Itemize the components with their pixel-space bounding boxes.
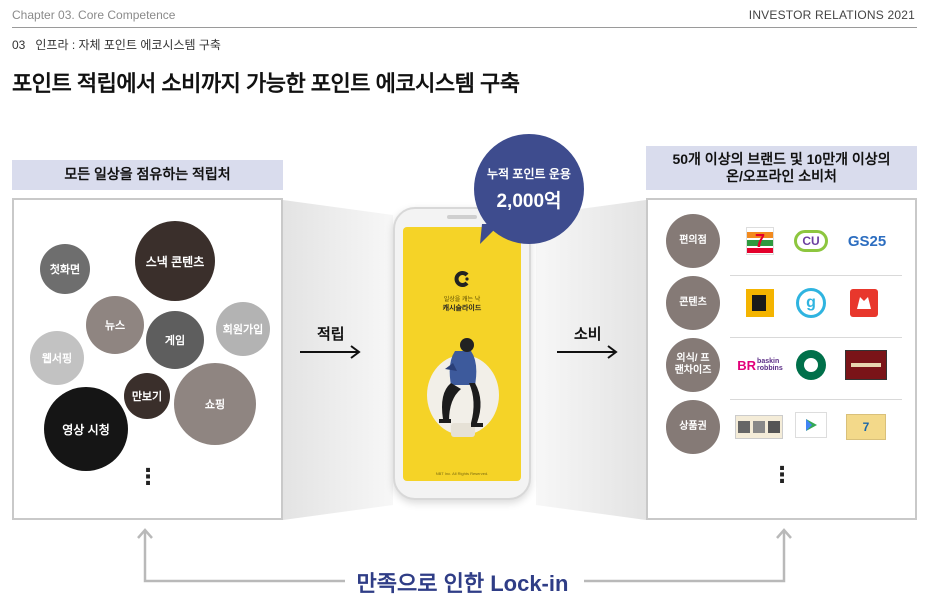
right-panel-title-line1: 50개 이상의 브랜드 및 10만개 이상의 — [672, 150, 891, 167]
earn-label: 적립 — [317, 326, 345, 343]
lock-in-text: 만족으로 인한 Lock-in — [344, 571, 581, 596]
more-indicator: ⋮ — [137, 464, 159, 489]
funnel-shading — [283, 200, 646, 520]
bubble-shopping: 쇼핑 — [174, 363, 256, 445]
category-label: 편의점 — [679, 235, 707, 246]
bubble-label: 쇼핑 — [204, 399, 226, 411]
row-divider — [730, 399, 902, 400]
bubble-label: 스낵 콘텐츠 — [145, 254, 205, 269]
chapter-label: Chapter 03. Core Competence — [12, 8, 176, 22]
right-panel-title-line2: 온/오프라인 소비처 — [726, 168, 837, 184]
bubble-video-watching: 영상 시청 — [44, 387, 128, 471]
earning-sources-panel: 첫화면 스낵 콘텐츠 뉴스 게임 회원가입 웹서핑 만보기 쇼핑 영상 시청 ⋮ — [12, 198, 283, 520]
bubble-label: 첫화면 — [49, 264, 81, 276]
section-text: 인프라 : 자체 포인트 에코시스템 구축 — [35, 38, 221, 52]
starbucks-logo — [791, 350, 831, 380]
phone-speaker — [447, 215, 477, 219]
category-label: 콘텐츠 — [679, 297, 707, 308]
callout-value: 2,000억 — [496, 191, 562, 212]
bubble-label: 웹서핑 — [41, 353, 73, 365]
reading-person-illustration — [427, 338, 499, 437]
bubble-signup: 회원가입 — [216, 302, 270, 356]
google-play-giftcard — [791, 410, 831, 440]
spend-label: 소비 — [574, 326, 602, 343]
callout-label: 누적 포인트 운용 — [487, 167, 571, 181]
cashslide-logo-icon — [454, 271, 469, 287]
category-label: 외식/ 프랜차이즈 — [674, 353, 712, 376]
bubble-label: 영상 시청 — [62, 422, 110, 437]
bubble-label: 만보기 — [131, 391, 163, 403]
right-panel-title: 50개 이상의 브랜드 및 10만개 이상의 온/오프라인 소비처 — [646, 146, 917, 190]
cu-logo: CU — [791, 226, 831, 256]
category-gift-card: 상품권 — [666, 400, 720, 454]
header-divider — [12, 27, 917, 28]
bubble-pedometer: 만보기 — [124, 373, 170, 419]
app-tagline: 일상을 캐는 낙 — [443, 297, 481, 303]
bubble-label: 회원가입 — [222, 324, 264, 336]
row-divider — [730, 337, 902, 338]
lock-in-caption: 만족으로 인한 Lock-in — [0, 566, 925, 598]
section-title: 03 인프라 : 자체 포인트 에코시스템 구축 — [12, 36, 221, 53]
row-divider — [730, 275, 902, 276]
gs25-logo: GS25 — [847, 232, 887, 250]
fox-logo — [844, 288, 884, 318]
bubble-news: 뉴스 — [86, 296, 144, 354]
bubble-web-surfing: 웹서핑 — [30, 331, 84, 385]
spend-arrow-icon — [557, 345, 618, 359]
g-logo-text: g — [796, 288, 826, 318]
category-dining-franchise: 외식/ 프랜차이즈 — [666, 338, 720, 392]
bubble-label: 뉴스 — [104, 320, 126, 332]
bubble-first-screen: 첫화면 — [40, 244, 90, 294]
millie-logo — [740, 288, 780, 318]
left-panel-title: 모든 일상을 점유하는 적립처 — [12, 160, 283, 190]
earn-arrow-icon — [300, 345, 361, 359]
page-title: 포인트 적립에서 소비까지 가능한 포인트 에코시스템 구축 — [12, 71, 520, 96]
category-convenience-store: 편의점 — [666, 214, 720, 268]
callout-tail — [480, 224, 500, 244]
happy-money-giftcard: 7 — [844, 412, 888, 442]
outback-logo — [844, 350, 888, 380]
app-footer: NBT Inc. All Rights Reserved. — [435, 471, 489, 476]
category-label: 상품권 — [679, 421, 707, 432]
bubble-snack-content: 스낵 콘텐츠 — [135, 221, 215, 301]
category-content: 콘텐츠 — [666, 276, 720, 330]
report-label: INVESTOR RELATIONS 2021 — [748, 8, 915, 22]
seven-eleven-logo: 7 — [740, 226, 780, 256]
app-screen: 일상을 캐는 낙 캐시슬라이드 NBT Inc. All Rights Rese… — [403, 227, 521, 481]
bubble-label: 게임 — [164, 335, 186, 347]
bubble-game: 게임 — [146, 311, 204, 369]
section-number: 03 — [12, 38, 26, 52]
g-content-logo: g — [791, 288, 831, 318]
more-indicator: ⋮ — [771, 462, 793, 487]
app-name: 캐시슬라이드 — [442, 305, 482, 312]
cu-logo-text: CU — [794, 230, 828, 252]
culture-land-giftcard — [734, 412, 784, 442]
lock-in-loop-arrows — [137, 528, 792, 583]
